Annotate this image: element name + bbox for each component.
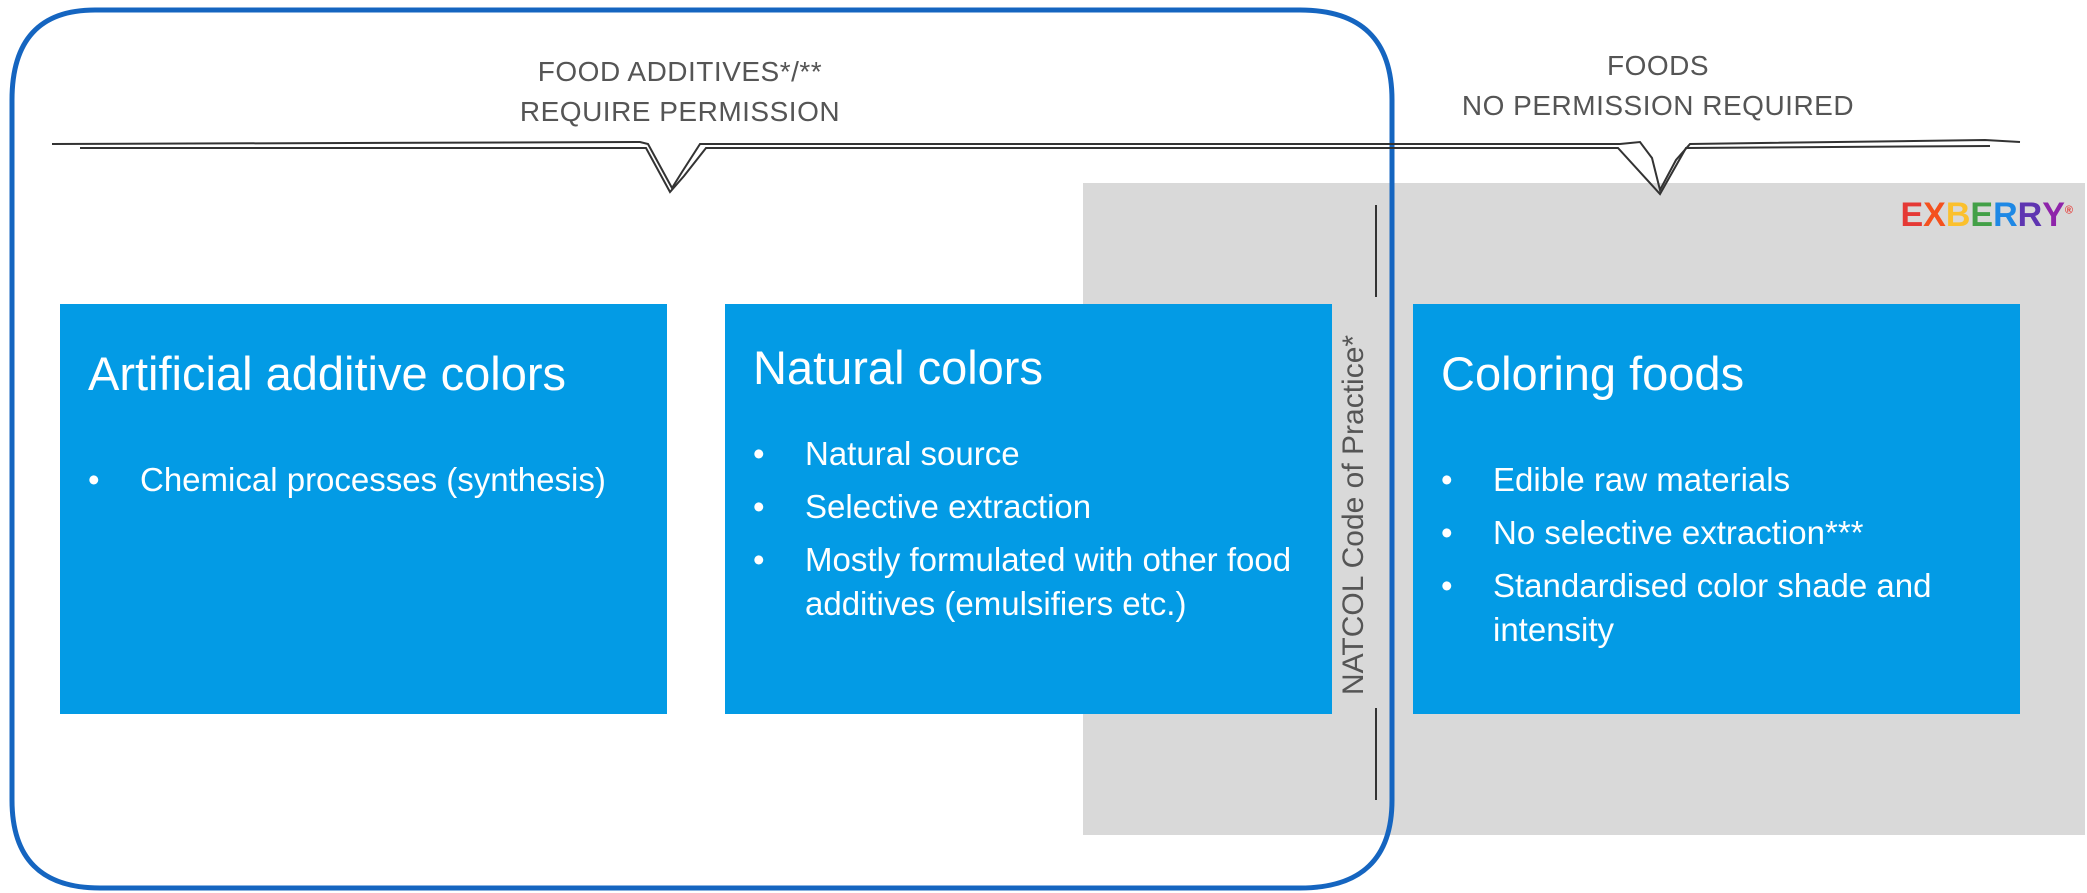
foods-header-line2: NO PERMISSION REQUIRED: [1461, 90, 1855, 121]
box-title: Artificial additive colors: [88, 347, 567, 400]
exberry-logo: EXBERRY®: [1900, 196, 2073, 234]
bullet: •: [1441, 461, 1453, 498]
bullet: •: [1441, 514, 1453, 551]
food-additives-header-line1: FOOD ADDITIVES*/**: [537, 56, 823, 87]
natcol-line-bottom: [1375, 708, 1377, 800]
foods-header-line1: FOODS: [1606, 50, 1710, 81]
bullet: •: [753, 541, 765, 578]
coloring-foods-box: Coloring foods •Edible raw materials •No…: [1413, 304, 2020, 714]
artificial-colors-box: Artificial additive colors •Chemical pro…: [60, 304, 667, 714]
bullet: •: [753, 488, 765, 525]
bullet: •: [753, 435, 765, 472]
foods-header: FOODS NO PERMISSION REQUIRED: [1418, 46, 1898, 126]
bullet: •: [1441, 567, 1453, 604]
food-additives-outline: [9, 7, 1395, 891]
food-additives-header: FOOD ADDITIVES*/** REQUIRE PERMISSION: [450, 52, 910, 132]
natcol-label: NATCOL Code of Practice*: [1337, 334, 1370, 696]
list-item: •Mostly formulated with other food addit…: [753, 538, 1308, 626]
list-item: •Edible raw materials: [1441, 458, 1996, 502]
box-title: Coloring foods: [1441, 347, 1745, 400]
list-item: •Chemical processes (synthesis): [88, 458, 643, 502]
list-item: •Standardised color shade and intensity: [1441, 564, 1996, 652]
list-item: •Selective extraction: [753, 485, 1308, 529]
natcol-line-top: [1375, 205, 1377, 297]
brace-line: [51, 138, 2021, 196]
list-item: •No selective extraction***: [1441, 511, 1996, 555]
box-list: •Chemical processes (synthesis): [88, 458, 643, 511]
natural-colors-box: Natural colors •Natural source •Selectiv…: [725, 304, 1332, 714]
food-additives-header-line2: REQUIRE PERMISSION: [519, 96, 841, 127]
box-title: Natural colors: [753, 341, 1043, 394]
box-list: •Natural source •Selective extraction •M…: [753, 432, 1308, 635]
box-list: •Edible raw materials •No selective extr…: [1441, 458, 1996, 661]
bullet: •: [88, 461, 100, 498]
list-item: •Natural source: [753, 432, 1308, 476]
